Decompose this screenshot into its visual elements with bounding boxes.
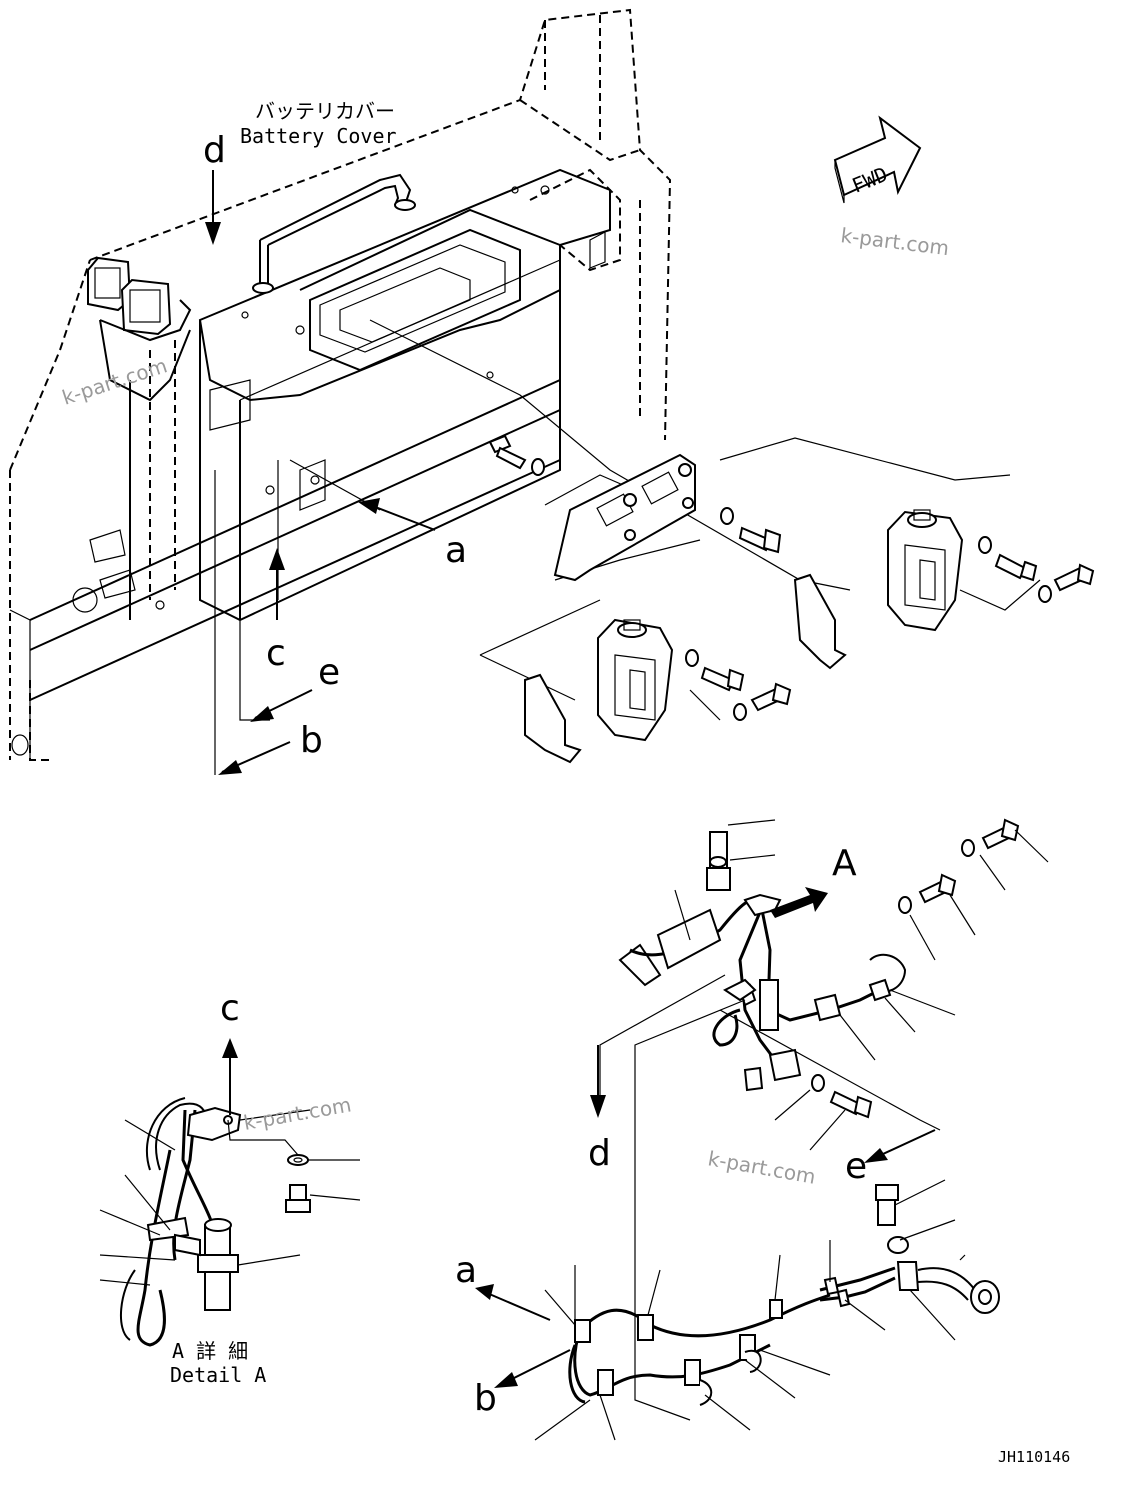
view-letter-e-upper: e (318, 652, 340, 693)
view-letter-d-upper: d (203, 130, 226, 171)
view-letter-a-lower: a (455, 1250, 477, 1291)
callout-arrow-icon (770, 887, 828, 918)
view-letter-c-detail: c (220, 988, 240, 1029)
view-arrows (205, 170, 936, 1388)
battery-cover-label-en: Battery Cover (240, 124, 397, 148)
machine-frame (9, 8, 672, 761)
watermark: k-part.com (839, 223, 950, 260)
lamp-left (597, 618, 674, 742)
bracket-plate (553, 453, 696, 582)
view-letter-d-lower: d (588, 1133, 611, 1174)
watermark: k-part.com (242, 1092, 353, 1135)
fwd-arrow: FWD (833, 115, 922, 204)
mount-brackets (524, 573, 847, 764)
drawing-number: JH110146 (998, 1448, 1070, 1466)
watermark: k-part.com (59, 353, 170, 409)
watermark: k-part.com (706, 1146, 817, 1189)
view-letter-c-upper: c (266, 633, 286, 674)
wiring-harness (599, 818, 1049, 1421)
view-letter-b-lower: b (474, 1378, 497, 1419)
detail-callout-letter: A (832, 843, 857, 884)
detail-a-label-en: Detail A (170, 1363, 266, 1387)
bolts-upper (488, 434, 1095, 721)
view-letter-a-upper: a (445, 530, 467, 571)
leader-lines-upper (214, 319, 1041, 775)
view-letter-b-upper: b (300, 720, 323, 761)
lamp-right (887, 509, 964, 632)
view-letter-e-lower: e (845, 1146, 867, 1187)
battery-cover-label-jp: バッテリカバー (255, 99, 395, 123)
detail-a-label-jp: A 詳 細 (172, 1339, 248, 1363)
detail-a-drawing (99, 1038, 361, 1347)
lower-harness (534, 1179, 1000, 1441)
